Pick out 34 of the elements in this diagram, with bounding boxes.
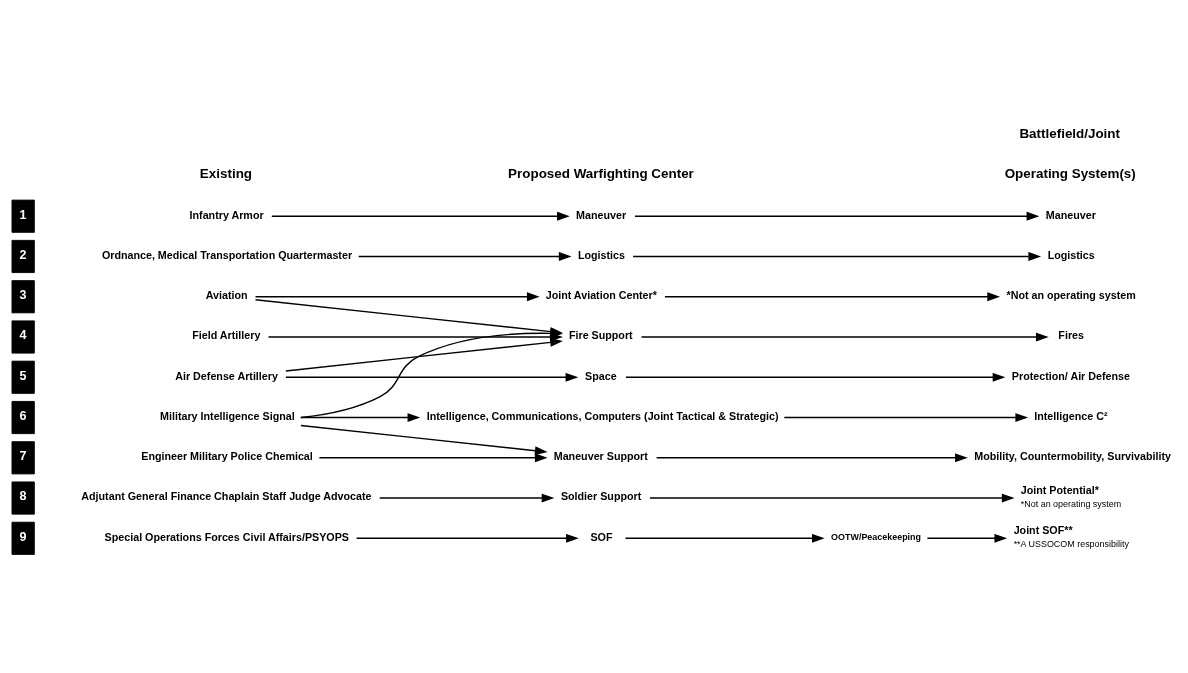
node-text: Logistics: [577, 248, 625, 261]
node-text: OOTW/Peacekeeping: [831, 531, 922, 542]
node-text: Ordnance, Medical Transportation Quartermaster: [101, 248, 353, 261]
node-text: Logistics: [1047, 248, 1095, 261]
node-text: Joint Potential*: [1020, 483, 1099, 496]
node-text: Fire Support: [568, 328, 633, 341]
label: Battlefield/Joint: [1019, 125, 1121, 141]
node-text: Engineer Military Police Chemical: [141, 449, 313, 462]
node-text: Aviation: [205, 288, 248, 301]
node-label: *Not an operating system: [1020, 498, 1122, 509]
node-text: Infantry Armor: [189, 208, 264, 221]
node-text: Air Defense Artillery: [175, 369, 278, 382]
node-text: Adjutant General Finance Chaplain Staff Judge Advocate: [81, 489, 372, 502]
node-text: Military Intelligence Signal: [160, 409, 295, 422]
node-text: Field Artillery: [192, 328, 261, 341]
node-text: Maneuver Support: [553, 449, 648, 462]
node-text: Special Operations Forces Civil Affairs/PSYOPS: [104, 530, 350, 543]
label: Proposed Warfighting Center: [508, 165, 694, 181]
node-text: Mobility, Countermobility, Survivability: [974, 449, 1171, 462]
label: Operating System(s): [1004, 165, 1136, 181]
node-text: *Not an operating system: [1006, 288, 1136, 301]
node-label: **A USSOCOM responsibility: [1013, 538, 1129, 549]
node-text: Joint SOF**: [1013, 523, 1073, 536]
node-text: Soldier Support: [560, 489, 642, 502]
node-text: Joint Aviation Center*: [545, 288, 657, 301]
node-text: Protection/ Air Defense: [1011, 369, 1130, 382]
node-text: SOF: [590, 530, 613, 543]
label: Existing: [199, 165, 253, 181]
node-text: Intelligence C²: [1034, 409, 1108, 422]
node-text: Maneuver: [1045, 208, 1096, 221]
node-text: Fires: [1058, 328, 1084, 341]
node-text: Maneuver: [576, 208, 627, 221]
node-text: Space: [585, 369, 617, 382]
node-text: Intelligence, Communications, Computers (Joint Tactical & Strategic): [426, 409, 779, 422]
